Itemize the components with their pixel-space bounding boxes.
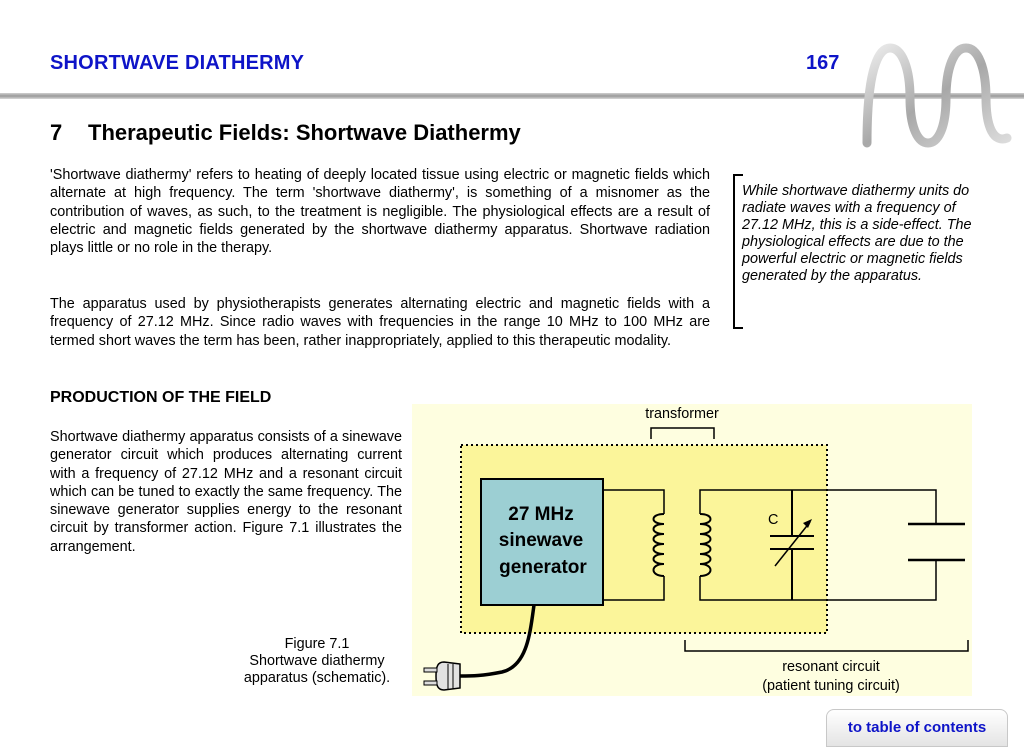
capacitor-arrow [774,521,811,567]
generator-label-line: sinewave [499,530,584,551]
header-rule [0,93,1024,99]
secondary-coil [699,513,712,577]
section-heading: PRODUCTION OF THE FIELD [50,389,272,406]
production-paragraph: Shortwave diathermy apparatus consists o… [50,429,402,555]
generator-label-line: 27 MHz [508,504,573,525]
variable-capacitor-icon [770,490,814,600]
output-plates-icon [908,522,965,562]
chapter-heading: 7 Therapeutic Fields: Shortwave Diathermy [50,120,521,146]
running-header-title: SHORTWAVE DIATHERMY [50,52,305,74]
transformer-bracket [650,427,715,439]
resonant-label-line: (patient tuning circuit) [762,678,900,694]
caption-line: Shortwave diathermy [249,653,385,669]
capacitor-label: C [768,512,778,528]
figure-caption: Figure 7.1 Shortwave diathermy apparatus… [220,636,414,687]
transformer-label: transformer [645,406,719,422]
caption-line: apparatus (schematic). [243,670,391,686]
resonant-label-line: resonant circuit [782,659,880,675]
generator-block [480,478,604,606]
intro-paragraph-1: 'Shortwave diathermy' refers to heating … [50,167,710,257]
power-plug-icon [423,661,461,691]
intro-paragraph-2: The apparatus used by physiotherapists g… [50,296,710,349]
sidenote-bracket [733,174,743,329]
primary-wire [603,489,665,601]
resonant-wire [699,489,937,601]
schematic-figure: transformer 27 MHz sinewave generator C … [412,404,972,696]
page-number: 167 [806,52,840,74]
caption-line: Figure 7.1 [284,636,350,652]
generator-label-line: generator [499,557,587,578]
chapter-title: Therapeutic Fields: Shortwave Diathermy [88,120,521,145]
resonant-bracket [684,640,969,652]
power-cord [459,604,536,678]
table-of-contents-link[interactable]: to table of contents [826,709,1008,747]
sidenote-text: While shortwave diathermy units do radia… [742,183,972,284]
primary-coil [652,513,665,577]
chapter-number: 7 [50,120,63,145]
wave-logo-icon [862,43,1012,148]
